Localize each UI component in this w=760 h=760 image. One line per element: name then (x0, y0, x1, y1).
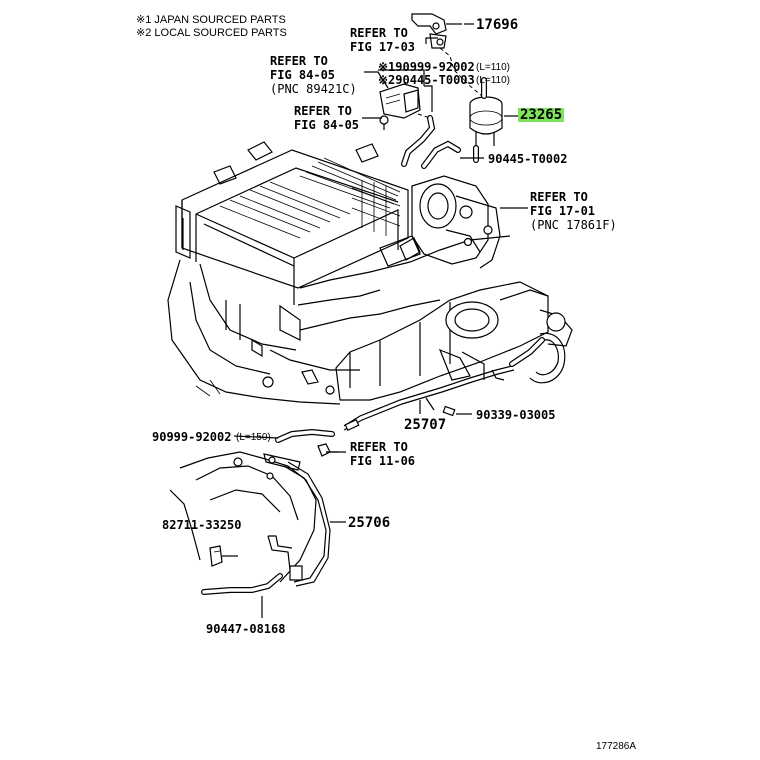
intercooler-drawing (175, 141, 409, 305)
refer-fig-84-05-line2[interactable]: FIG 84-05 (270, 68, 336, 82)
hose-90447-drawing (201, 573, 283, 595)
valve-23265-drawing (469, 77, 503, 148)
hose-90999-mid-drawing (275, 428, 335, 443)
clip-82711-drawing (209, 545, 223, 567)
part-label-25706[interactable]: 25706 (348, 515, 391, 531)
part-length-90999-92002-mid: (L=150) (236, 432, 271, 443)
part-length-90999-92002-top: (L=110) (476, 62, 511, 73)
leader-lines (222, 23, 528, 618)
part-label-23265-highlighted[interactable]: 23265 (518, 107, 565, 123)
refer-fig-11-06-line2[interactable]: FIG 11-06 (350, 454, 416, 468)
refer-fig-17-03-line2[interactable]: FIG 17-03 (350, 40, 416, 54)
part-label-25707[interactable]: 25707 (404, 417, 447, 433)
part-label-90999-92002-top[interactable]: ※190999-92002 (378, 60, 475, 74)
refer-fig-17-01-line1: REFER TO (530, 190, 588, 204)
refer-fig-17-01-line2[interactable]: FIG 17-01 (530, 204, 596, 218)
pipe-25706-drawing (267, 461, 331, 587)
intake-manifold-drawing (335, 281, 573, 401)
refer-fig-11-06-line1: REFER TO (350, 440, 408, 454)
refer-fig-84-05b-line1: REFER TO (294, 104, 352, 118)
bolt-11-06-drawing (317, 443, 338, 457)
engine-block-drawing (167, 235, 511, 405)
diagram-id: 177286A (596, 741, 637, 752)
refer-fig-17-03-line1: REFER TO (350, 26, 408, 40)
legend-japan-sourced: ※1 JAPAN SOURCED PARTS (136, 14, 286, 26)
bracket-17696-drawing (411, 13, 462, 49)
part-label-90447-08168[interactable]: 90447-08168 (206, 622, 286, 636)
refer-fig-84-05b-line2[interactable]: FIG 84-05 (294, 118, 360, 132)
legend-local-sourced: ※2 LOCAL SOURCED PARTS (136, 27, 287, 39)
refer-fig-17-01-pnc: (PNC 17861F) (530, 218, 617, 232)
throttle-body-drawing (399, 175, 501, 269)
lower-engine-drawing (169, 451, 317, 583)
sensor-84-05-drawing (379, 83, 421, 130)
pipe-25707-drawing (343, 332, 566, 432)
refer-fig-84-05-pnc: (PNC 89421C) (270, 82, 357, 96)
part-label-82711-33250[interactable]: 82711-33250 (162, 518, 242, 532)
part-label-90339-03005[interactable]: 90339-03005 (476, 408, 556, 422)
part-label-17696[interactable]: 17696 (476, 17, 519, 33)
part-label-90445-t0002[interactable]: 90445-T0002 (488, 152, 568, 166)
part-length-90445-t0003: (L=110) (476, 75, 511, 86)
part-label-90445-t0003[interactable]: ※290445-T0003 (378, 73, 475, 87)
part-label-90999-92002-mid[interactable]: 90999-92002 (152, 430, 232, 444)
refer-fig-84-05-line1: REFER TO (270, 54, 328, 68)
